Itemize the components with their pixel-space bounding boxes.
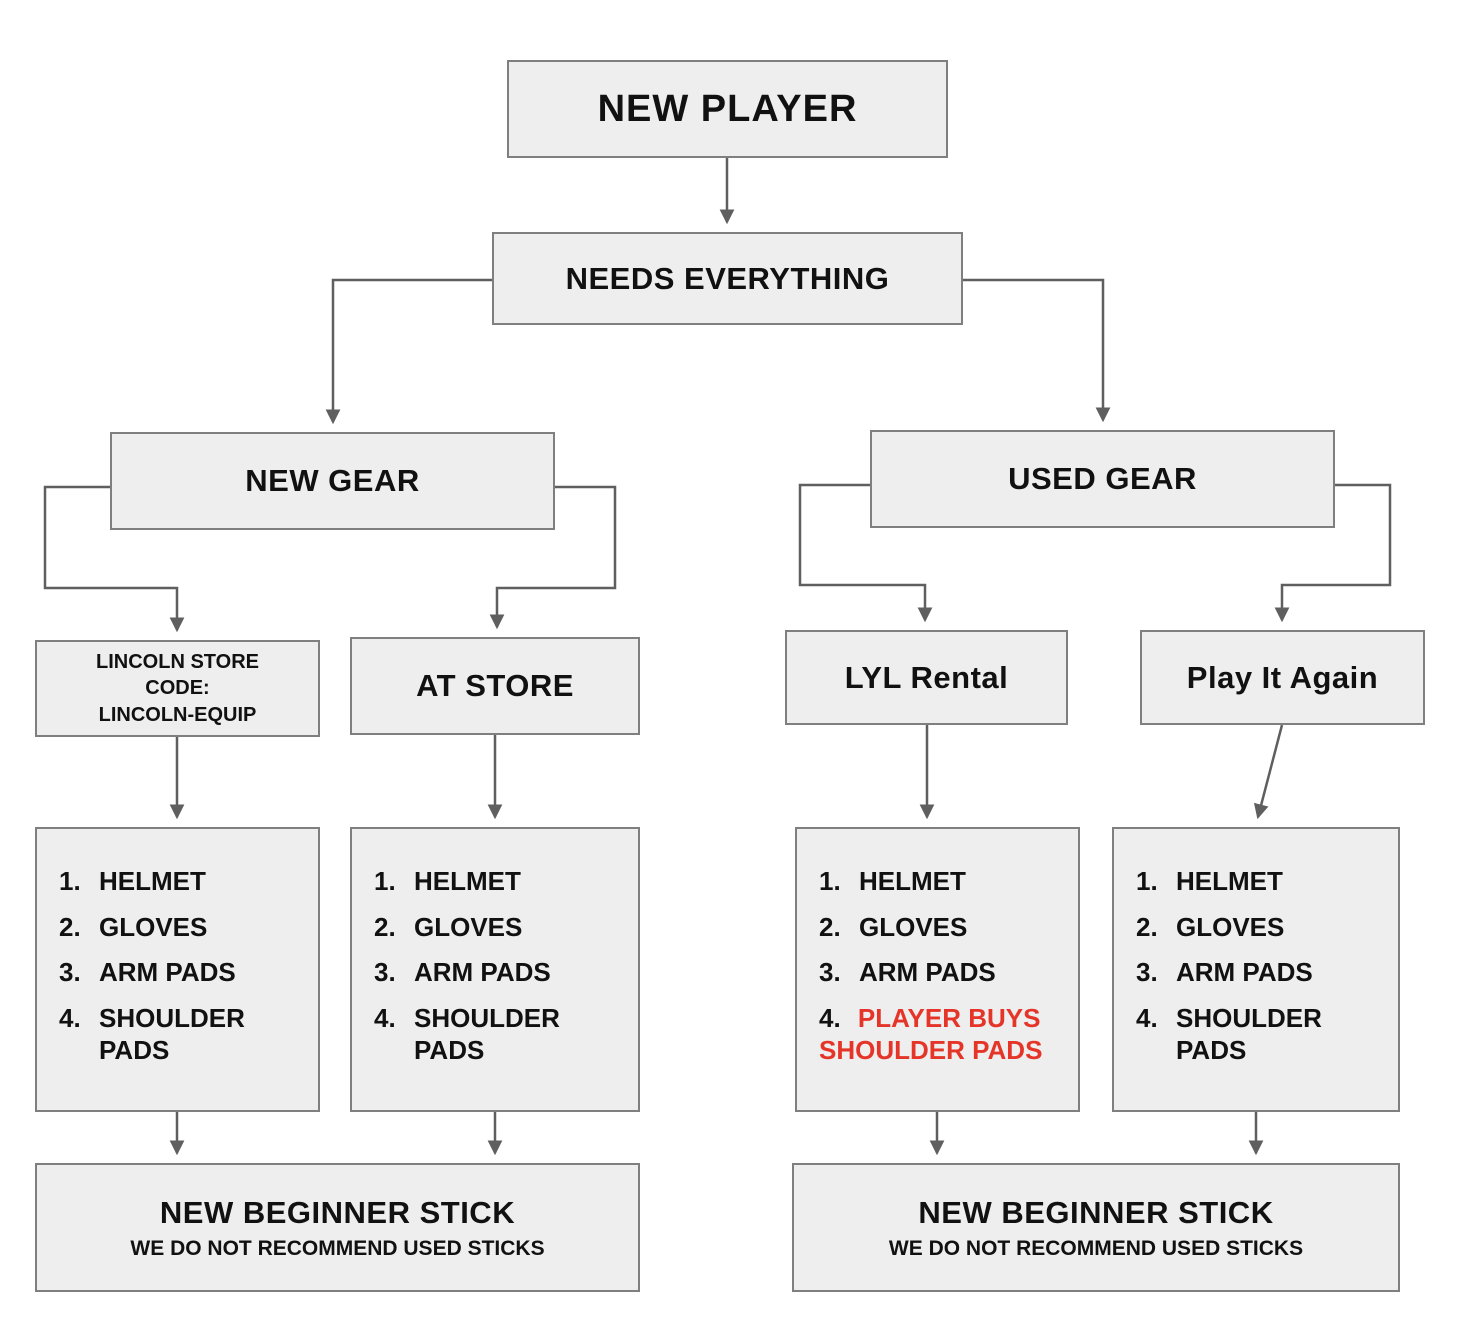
node-play-it-again-label: Play It Again [1186,659,1379,695]
connector-arrow [1253,724,1284,820]
connector-arrow [963,278,1111,423]
list-item: 4. SHOULDER PADS [374,1002,560,1066]
footer-subtitle: WE DO NOT RECOMMEND USED STICKS [130,1236,545,1260]
footer-title: NEW BEGINNER STICK [918,1194,1274,1230]
list-item-highlight: 4. PLAYER BUYS SHOULDER PADS [819,1002,1043,1066]
gear-list-play-it-again: 1. HELMET 2. GLOVES 3. ARM PADS 4. SHOUL… [1112,827,1400,1112]
node-lyl-rental-label: LYL Rental [844,659,1009,695]
list-item: 2. GLOVES [819,911,968,942]
list-item: 2. GLOVES [374,911,523,942]
list-item: 4. SHOULDER PADS [59,1002,245,1066]
gear-list-lincoln: 1. HELMET 2. GLOVES 3. ARM PADS 4. SHOUL… [35,827,320,1112]
gear-list-at-store: 1. HELMET 2. GLOVES 3. ARM PADS 4. SHOUL… [350,827,640,1112]
node-new-beginner-stick-right: NEW BEGINNER STICK WE DO NOT RECOMMEND U… [792,1163,1400,1292]
list-item: 3. ARM PADS [59,957,236,987]
node-needs-everything: NEEDS EVERYTHING [492,232,963,325]
node-play-it-again: Play It Again [1140,630,1425,725]
footer-title: NEW BEGINNER STICK [159,1194,516,1230]
node-new-gear-label: NEW GEAR [245,463,420,498]
lincoln-store-line3: LINCOLN-EQUIP [98,703,257,726]
list-item: 3. ARM PADS [819,957,996,987]
list-item: 3. ARM PADS [374,957,551,987]
list-item: 1. HELMET [1136,866,1283,896]
list-item: 1. HELMET [374,866,521,896]
list-item: 1. HELMET [819,866,966,896]
node-new-gear: NEW GEAR [110,432,555,530]
gear-list-lyl-rental: 1. HELMET 2. GLOVES 3. ARM PADS 4. PLAYE… [795,827,1080,1112]
list-item: 2. GLOVES [59,911,208,942]
lincoln-store-line2: CODE: [145,677,210,700]
connector-arrow [325,278,492,425]
node-lincoln-store-code: LINCOLN STORE CODE: LINCOLN-EQUIP [35,640,320,737]
node-new-player-label: NEW PLAYER [597,87,858,130]
list-item: 4. SHOULDER PADS [1136,1002,1322,1066]
node-at-store: AT STORE [350,637,640,735]
node-new-player: NEW PLAYER [507,60,948,158]
node-needs-everything-label: NEEDS EVERYTHING [565,260,890,296]
node-used-gear: USED GEAR [870,430,1335,528]
list-item: 3. ARM PADS [1136,957,1313,987]
node-new-beginner-stick-left: NEW BEGINNER STICK WE DO NOT RECOMMEND U… [35,1163,640,1292]
footer-subtitle: WE DO NOT RECOMMEND USED STICKS [888,1236,1304,1260]
list-item: 1. HELMET [59,866,206,896]
node-at-store-label: AT STORE [416,668,574,703]
list-item: 2. GLOVES [1136,911,1285,942]
lincoln-store-line1: LINCOLN STORE [96,650,259,673]
node-used-gear-label: USED GEAR [1008,461,1197,496]
node-lyl-rental: LYL Rental [785,630,1068,725]
highlighted-text: PLAYER BUYS SHOULDER PADS [819,1002,1043,1066]
